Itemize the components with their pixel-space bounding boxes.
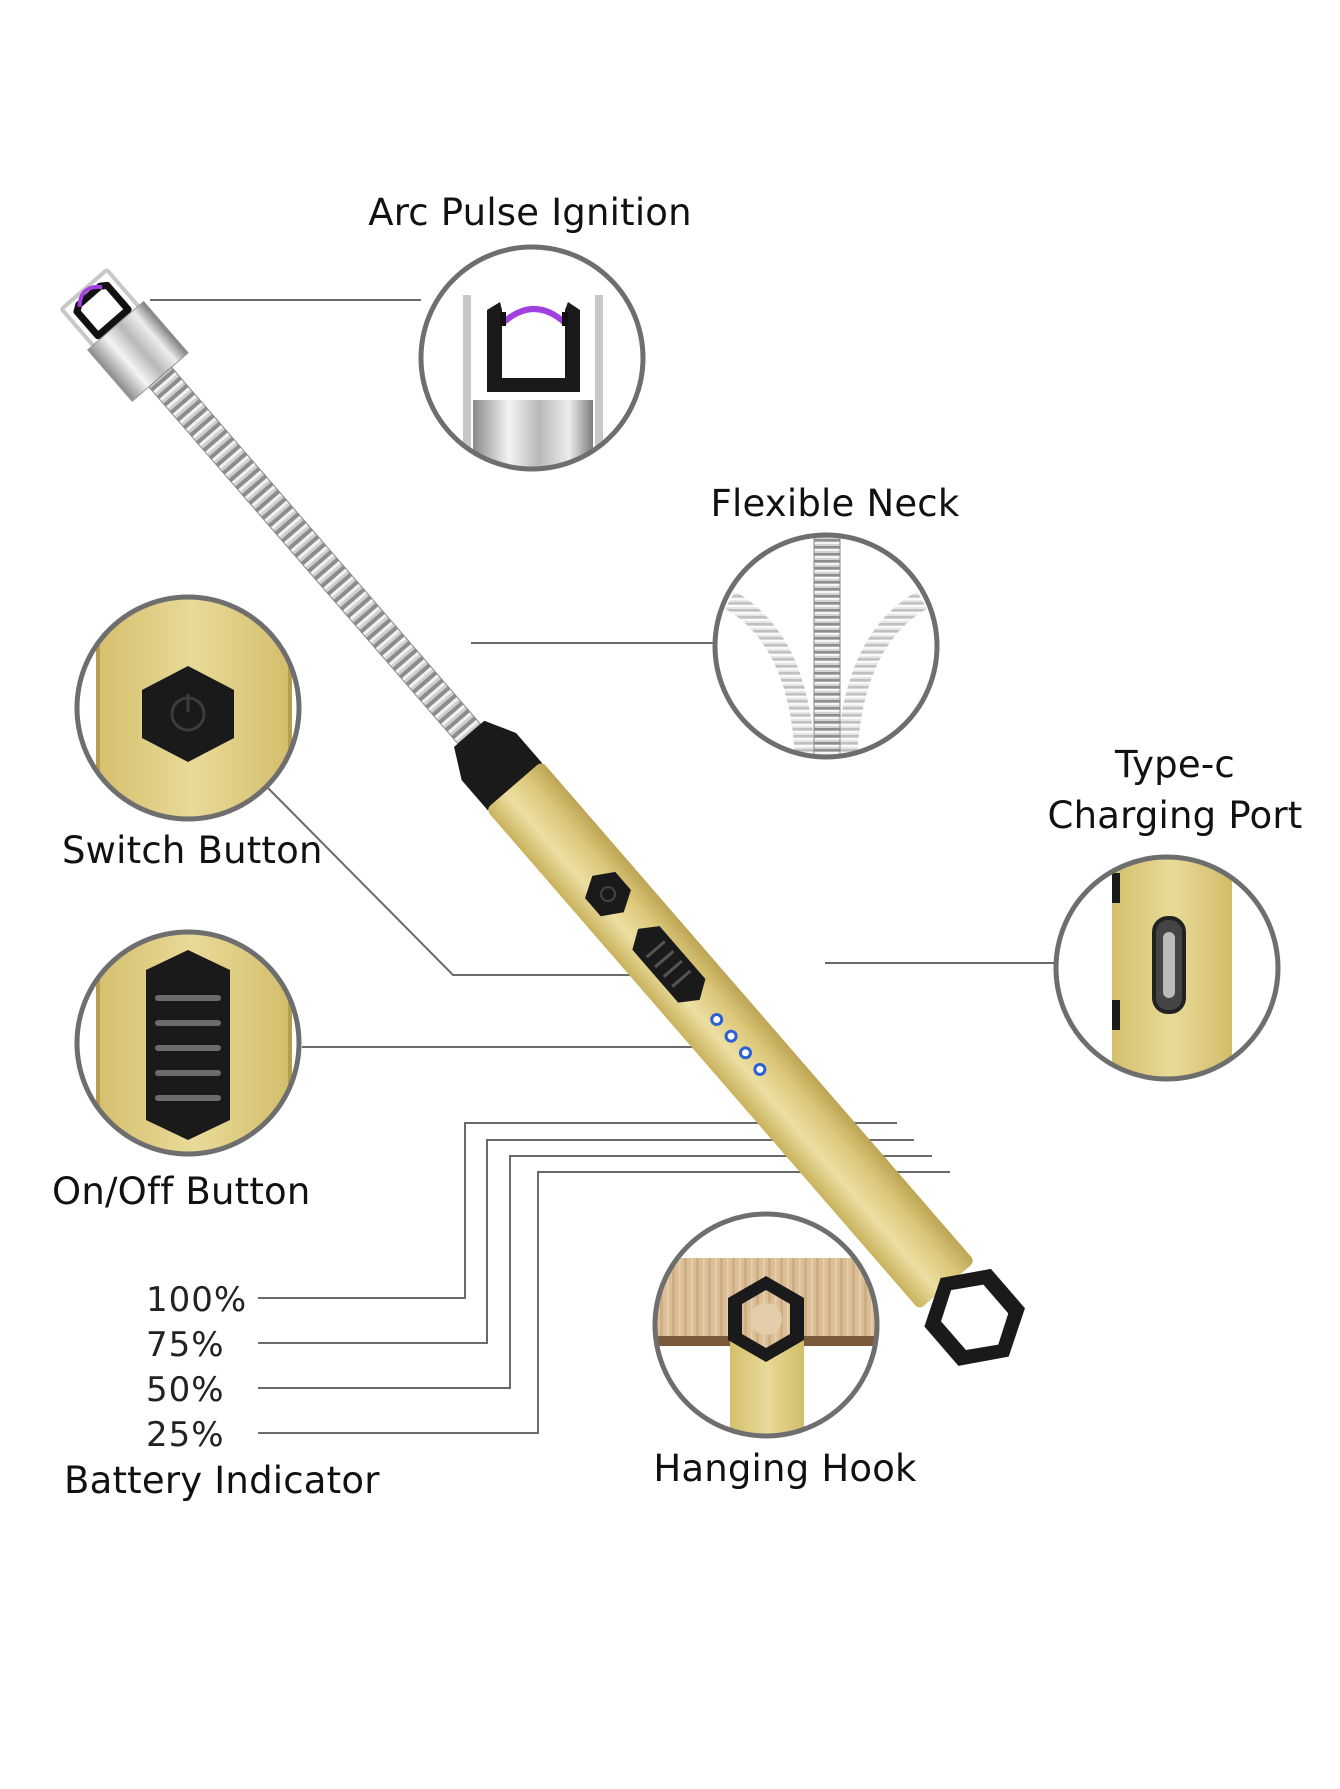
- detail-circle-arc: [418, 244, 646, 472]
- callout-line-battery-100: [258, 1122, 897, 1299]
- callout-line-switch: [267, 787, 687, 976]
- battery-level-100: 100%: [146, 1280, 248, 1320]
- detail-circle-hook: [652, 1211, 880, 1439]
- callout-line-battery-25: [258, 1171, 950, 1434]
- switch-button-closeup: [142, 666, 234, 762]
- onoff-button-on-body: [632, 926, 706, 1003]
- label-hanging-hook: Hanging Hook: [653, 1447, 917, 1490]
- battery-level-50: 50%: [146, 1370, 225, 1410]
- callout-line-battery-50: [258, 1155, 932, 1389]
- label-charging-port: Charging Port: [1047, 794, 1303, 837]
- lighter: [60, 268, 1025, 1366]
- label-switch-button: Switch Button: [62, 829, 323, 872]
- switch-button-on-body: [585, 871, 631, 917]
- battery-level-75: 75%: [146, 1325, 225, 1365]
- callout-line-battery-75: [258, 1139, 914, 1344]
- arc-spark: [77, 284, 103, 307]
- detail-circle-switch: [74, 594, 302, 822]
- battery-level-25: 25%: [146, 1415, 225, 1455]
- callout-lines: [150, 299, 1056, 1434]
- battery-leds: [710, 1013, 767, 1076]
- label-type-c: Type-c: [1115, 743, 1235, 786]
- battery-led-75: [724, 1029, 738, 1043]
- label-arc-pulse-ignition: Arc Pulse Ignition: [368, 191, 692, 234]
- label-battery-indicator: Battery Indicator: [64, 1459, 380, 1502]
- label-flexible-neck: Flexible Neck: [710, 482, 960, 525]
- battery-led-50: [739, 1046, 753, 1060]
- battery-led-25: [753, 1062, 767, 1076]
- detail-circle-neck: [712, 532, 940, 760]
- detail-circle-onoff: [74, 929, 302, 1157]
- neck-connector: [454, 720, 543, 811]
- label-on-off-button: On/Off Button: [52, 1170, 311, 1213]
- battery-led-100: [710, 1013, 724, 1027]
- detail-circle-port: [1053, 854, 1281, 1082]
